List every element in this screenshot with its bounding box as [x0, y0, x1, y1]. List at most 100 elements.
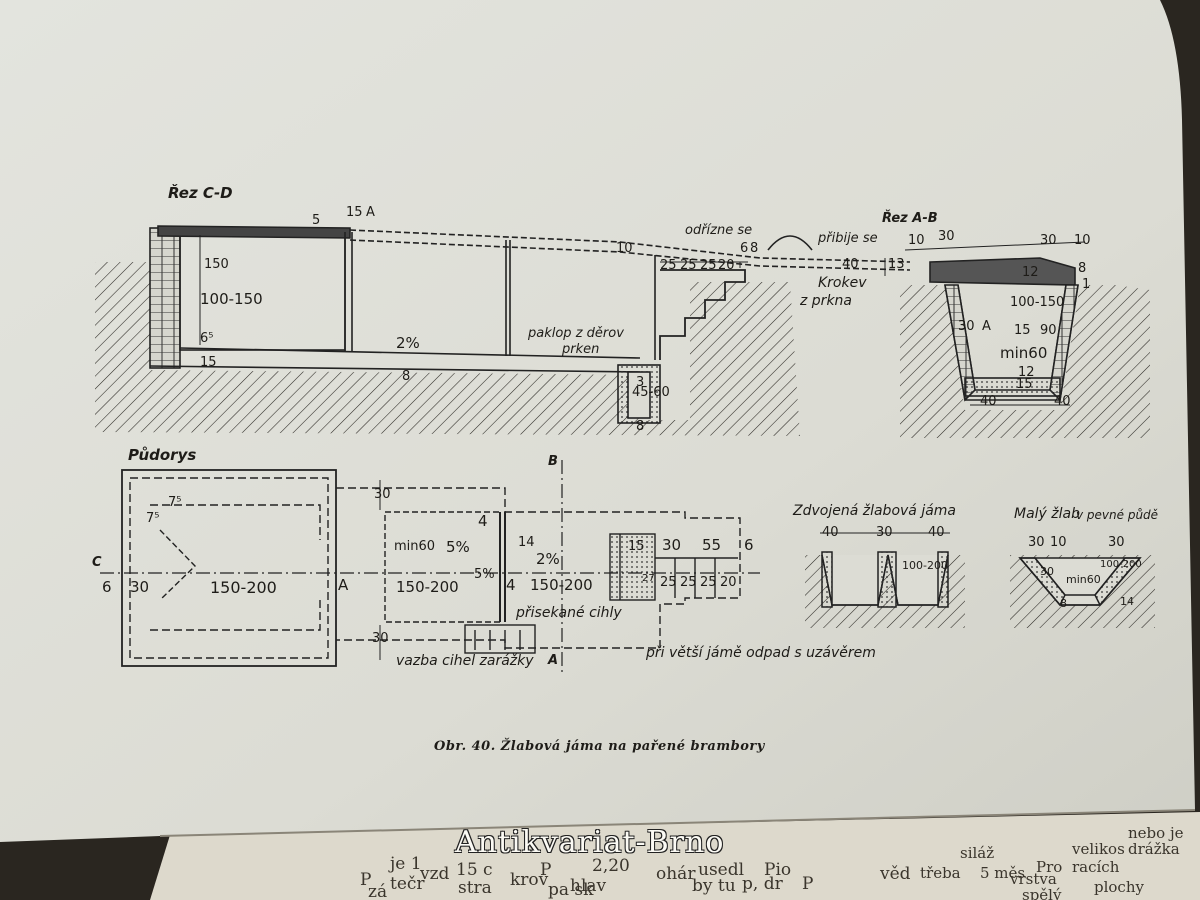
facing-text: P	[360, 870, 372, 890]
dim-label: 150-200	[210, 578, 277, 597]
dim-label: 10	[616, 241, 633, 256]
facing-text: třeba	[920, 864, 961, 882]
dim-label: 3	[636, 375, 645, 390]
facing-text: P	[540, 860, 552, 880]
small-trough-subtitle: v pevné půdě	[1076, 508, 1159, 522]
dim-label: 4	[506, 576, 516, 594]
dim-label: 15	[200, 355, 217, 370]
facing-text: drážka	[1128, 840, 1180, 858]
dim-label: 8	[402, 369, 411, 384]
facing-text: P	[802, 874, 814, 894]
dim-label: 15	[628, 539, 645, 554]
dim-label: 40	[842, 257, 859, 272]
dim-label: 15	[1014, 323, 1031, 338]
facing-text: p, dr	[742, 874, 783, 894]
dim-label: 8	[1060, 597, 1067, 610]
dim-label: 25	[700, 258, 717, 273]
dim-label: min60	[1066, 573, 1101, 586]
dim-label: 30	[1028, 535, 1045, 550]
dim-label: 150-200	[530, 576, 593, 594]
dim-label: 30	[938, 229, 955, 244]
dim-label: 6	[744, 536, 754, 554]
dim-label: 4	[478, 512, 488, 530]
dim-label: 150-200	[396, 578, 459, 596]
section-cd-drawing	[95, 225, 911, 436]
dim-label: 30	[1040, 233, 1057, 248]
facing-text: vzd	[420, 864, 450, 884]
watermark: Antikvariat-Brno	[455, 825, 725, 860]
facing-text: pa sk	[548, 880, 594, 900]
dim-label: 30	[662, 536, 682, 554]
dim-label: 10	[1074, 233, 1091, 248]
dim-label: A	[982, 319, 991, 334]
dim-label: 45-60	[632, 385, 670, 400]
plan-mark-c: C	[92, 555, 102, 570]
section-cd-title: Řez C-D	[168, 184, 233, 202]
dim-label: 15	[1016, 377, 1033, 392]
dim-label: 40	[980, 394, 997, 409]
dim-label: 40	[822, 525, 839, 540]
note-lid-2: prken	[562, 342, 600, 357]
facing-text: ohár	[656, 864, 696, 884]
small-trough-drawing	[1010, 555, 1155, 628]
facing-text: 15 c	[456, 860, 493, 880]
dim-label: 25	[660, 258, 677, 273]
dim-label: 55	[702, 536, 722, 554]
dim-label: 40	[928, 525, 945, 540]
facing-text: stra	[458, 878, 492, 898]
plan-mark-a: A	[338, 576, 349, 594]
note-brick-bond: vazba cihel zarážky	[396, 653, 534, 669]
note-trimmed-bricks: přisekané cihly	[516, 605, 622, 621]
section-ab-drawing	[900, 241, 1150, 438]
facing-text: Pio	[764, 860, 792, 880]
facing-text: by tu	[692, 876, 736, 896]
facing-text: krov	[510, 870, 549, 890]
dim-label: 10	[908, 233, 925, 248]
note-lid: paklop z děrov	[528, 326, 624, 341]
dim-label: 10	[1050, 535, 1067, 550]
dim-label: 30	[876, 525, 893, 540]
dim-label: 20	[720, 575, 737, 590]
small-trough-title: Malý žlab	[1014, 506, 1080, 522]
dim-label: 30	[958, 319, 975, 334]
dim-label: 6⁵	[200, 331, 214, 346]
figure-caption: Obr. 40. Žlabová jáma na pařené brambory	[434, 739, 765, 754]
dim-label: 2%	[536, 550, 560, 568]
dim-label: 13	[888, 257, 905, 272]
note-nail: přibije se	[818, 231, 878, 246]
dim-label: 30	[1040, 565, 1054, 578]
dim-label: 5%	[474, 567, 495, 582]
dim-label: 8	[636, 419, 645, 434]
dim-label: 14	[1120, 595, 1134, 608]
dim-label: 1	[1082, 277, 1091, 292]
dim-label: 6	[102, 578, 112, 596]
note-rafter: Krokev	[818, 275, 867, 291]
facing-text: hlav	[570, 876, 607, 896]
dim-label: 25	[680, 575, 697, 590]
plan-drawing	[100, 460, 760, 676]
dim-label: 5%	[446, 538, 470, 556]
dim-label: 90	[1040, 323, 1057, 338]
facing-text: plochy	[1094, 878, 1144, 896]
facing-text: spělý	[1022, 886, 1062, 900]
plan-mark-a-2: A	[548, 653, 559, 668]
facing-text: věd	[880, 864, 911, 884]
dim-label: 8	[750, 241, 759, 256]
dim-label: 100-150	[200, 290, 263, 308]
note-rafter-2: z prkna	[800, 293, 853, 309]
dim-label: 25	[680, 258, 697, 273]
dim-label: 30	[374, 487, 391, 502]
facing-text: nebo je	[1128, 824, 1184, 842]
dim-label: 15	[346, 205, 363, 220]
dim-label: 100-200	[902, 559, 948, 572]
dim-label: 2%	[396, 334, 420, 352]
facing-text: Pro	[1036, 858, 1063, 876]
facing-text: je 1	[390, 854, 422, 874]
plan-mark-b: B	[548, 454, 558, 469]
dim-label: 150	[204, 257, 229, 272]
dim-label: 100-200	[1100, 559, 1142, 570]
dim-label: min60	[394, 539, 436, 554]
dim-label: A	[366, 205, 375, 220]
